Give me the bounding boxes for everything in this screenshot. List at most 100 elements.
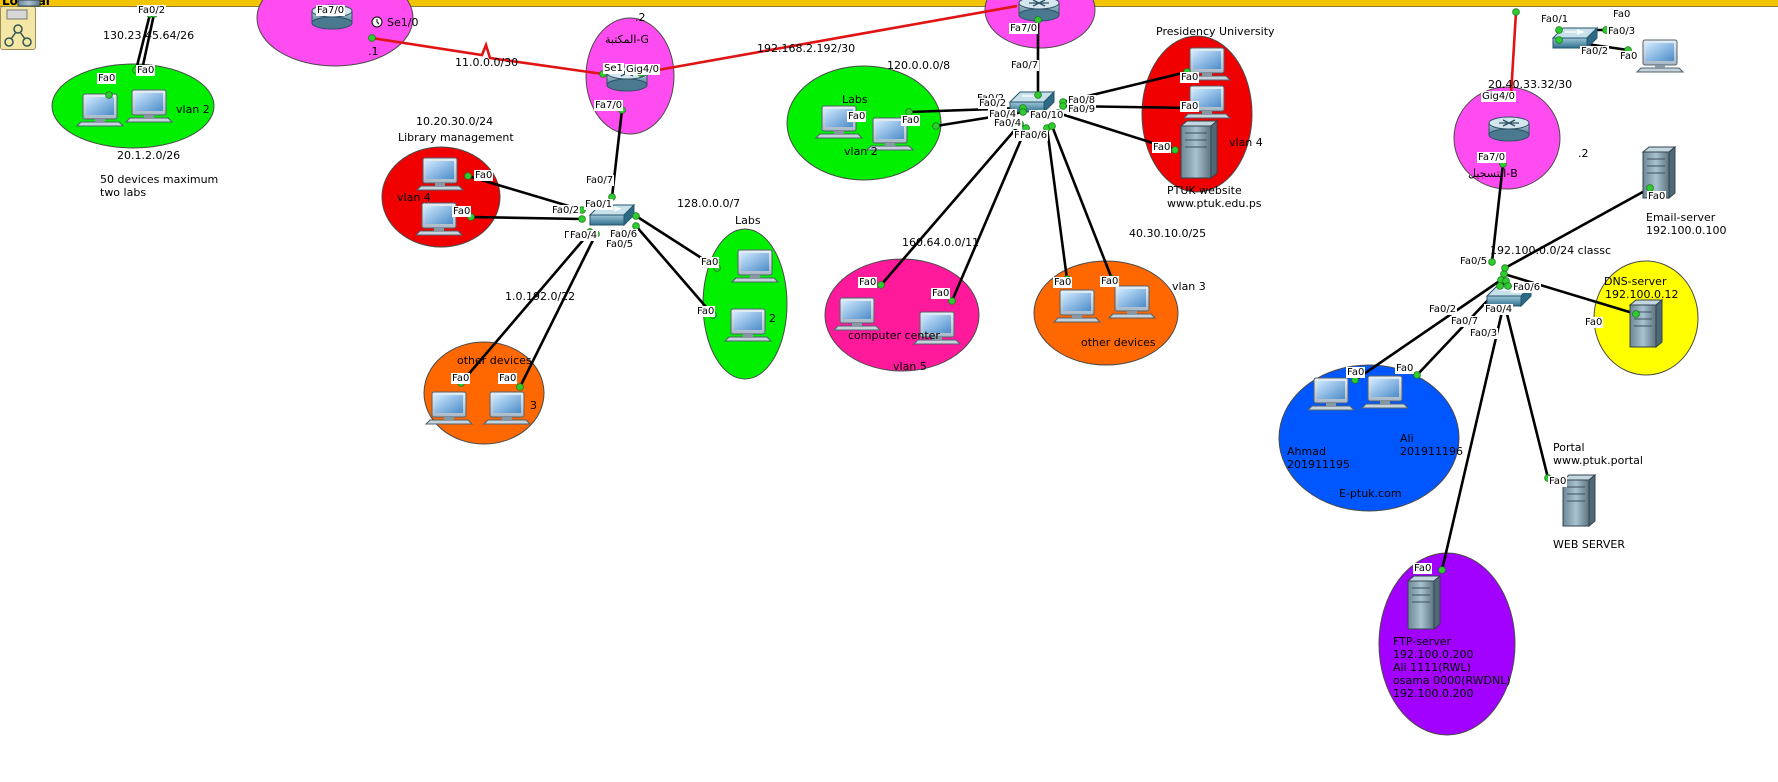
port-label: Fa0/4: [1484, 304, 1514, 315]
port-label: Fa0/2: [978, 98, 1008, 109]
pc-other-center-a[interactable]: [1052, 289, 1102, 323]
port-label: Fa0: [1053, 277, 1073, 288]
server-ftp[interactable]: [1406, 574, 1442, 631]
network-label-40: 40.30.10.0/25: [1129, 227, 1207, 240]
left-note-line1: 50 devices maximum: [100, 173, 219, 186]
email-label-2: 192.100.0.100: [1646, 224, 1727, 237]
ptuk-website-url: www.ptuk.edu.ps: [1167, 197, 1262, 210]
left-router-fa-port: Fa7/0: [316, 5, 346, 16]
port-label: Fa0: [451, 373, 471, 384]
pc-labs-right-a[interactable]: [730, 249, 780, 283]
port-label: Fa0: [136, 65, 156, 76]
portal-label-1: Portal: [1553, 441, 1585, 454]
pc-other-left-a[interactable]: [424, 391, 474, 425]
computer-center-vlan: vlan 5: [893, 360, 927, 373]
switch-top-right[interactable]: [1551, 26, 1599, 50]
port-status-dot: [1555, 36, 1563, 44]
port-label: Fa0: [847, 111, 867, 122]
server-partial-top[interactable]: [17, 0, 41, 7]
pc-ali[interactable]: [1360, 375, 1410, 409]
port-status-dot: [1512, 8, 1520, 16]
eptuk-title: E-ptuk.com: [1339, 487, 1402, 500]
port-status-dot: [516, 383, 524, 391]
port-label: Fa0: [931, 288, 951, 299]
serial-links[interactable]: [371, 4, 1518, 96]
port-label: Fa0/4: [988, 109, 1018, 120]
port-label: Fa0: [901, 115, 921, 126]
zone-center-router: [984, 0, 1096, 49]
maktaba-se-port: Se1: [603, 63, 624, 74]
port-status-dot: [632, 212, 640, 220]
link-serial-tasjeel-up[interactable]: [1509, 11, 1518, 96]
port-label: Fa0: [1180, 101, 1200, 112]
network-label-120: 120.0.0.0/8: [887, 59, 951, 72]
port-status-dot: [1496, 282, 1504, 290]
tasjeel-router-name: التسجيل-B: [1468, 167, 1518, 180]
port-status-dot: [1048, 122, 1056, 130]
link-serial-maktaba-center[interactable]: [640, 4, 1018, 75]
pc-library-b[interactable]: [414, 202, 464, 236]
labs-center-vlan: vlan 2: [844, 145, 878, 158]
port-label: Fa0/7: [1450, 316, 1480, 327]
pc-left-a[interactable]: [75, 93, 125, 127]
link-serial-left-maktaba[interactable]: [371, 36, 604, 76]
port-label: Fa0/4: [569, 230, 599, 241]
pc-labs-center-b[interactable]: [865, 117, 915, 151]
pc-top-right[interactable]: [1635, 39, 1685, 73]
port-status-dot: [368, 34, 376, 42]
port-label: Fa0: [1612, 9, 1632, 20]
port-label: Fa0: [1152, 142, 1172, 153]
left-router-se-port: Se1/0: [387, 16, 419, 29]
labs-right-number: 2: [769, 312, 776, 325]
pc-ahmad[interactable]: [1306, 377, 1356, 411]
port-label: Fa0/4: [993, 118, 1023, 129]
pc-presidency-a[interactable]: [1182, 47, 1232, 81]
ahmad-id: 201911195: [1287, 458, 1350, 471]
tasjeel-gig-port: Gig4/0: [1481, 91, 1516, 102]
ftp-label-3: Ali 1111(RWL): [1393, 661, 1471, 674]
maktaba-fa-port: Fa7/0: [594, 100, 624, 111]
port-label: Fa0: [1413, 563, 1433, 574]
pc-labs-right-b[interactable]: [723, 308, 773, 342]
pc-left-b[interactable]: [124, 89, 174, 123]
port-label: Fa0: [696, 306, 716, 317]
port-label: Г: [563, 230, 572, 241]
zone-library: [381, 146, 501, 248]
server-dns[interactable]: [1628, 298, 1664, 349]
port-status-dot: [1504, 282, 1512, 290]
port-label: F: [1013, 130, 1021, 141]
port-label: Fa0: [1647, 191, 1667, 202]
tasjeel-fa-port: Fa7/0: [1477, 152, 1507, 163]
ftp-label-4: osama 0000(RWDNL): [1393, 674, 1511, 687]
pc-computer-center-a[interactable]: [832, 297, 882, 331]
network-label-1-0: 1.0.192.0/22: [505, 290, 576, 303]
port-label: Fa0: [474, 170, 494, 181]
port-label: Fa0/7: [1010, 60, 1040, 71]
port-status-dot: [1555, 26, 1563, 34]
left-vlan-label: vlan 2: [176, 103, 210, 116]
ftp-label-5: 192.100.0.200: [1393, 687, 1474, 700]
port-status-dot: [1438, 566, 1446, 574]
cluster-navigation-button[interactable]: [0, 6, 36, 50]
server-ptuk-website[interactable]: [1179, 119, 1219, 180]
pc-computer-center-b[interactable]: [912, 311, 962, 345]
port-label: Fa0: [97, 73, 117, 84]
network-label-160: 160.64.0.0/11: [902, 236, 980, 249]
port-status-dot: [1019, 108, 1027, 116]
port-status-dot: [464, 172, 472, 180]
ethernet-links[interactable]: [134, 13, 1651, 571]
port-label: Fa0: [1548, 476, 1568, 487]
router-tasjeel[interactable]: [1488, 116, 1530, 142]
switch-center[interactable]: [1008, 90, 1056, 114]
router-center[interactable]: [1018, 0, 1060, 22]
pc-other-center-b[interactable]: [1107, 285, 1157, 319]
pc-library-a[interactable]: [415, 157, 465, 191]
server-web-portal[interactable]: [1561, 473, 1597, 528]
port-label: Fa0: [1584, 317, 1604, 328]
network-label-192-100: 192.100.0.0/24 classc: [1490, 244, 1612, 257]
pc-other-left-b[interactable]: [482, 391, 532, 425]
port-label: Fa0/2: [1580, 46, 1610, 57]
email-label-1: Email-server: [1646, 211, 1716, 224]
network-label-128: 128.0.0.0/7: [677, 197, 741, 210]
